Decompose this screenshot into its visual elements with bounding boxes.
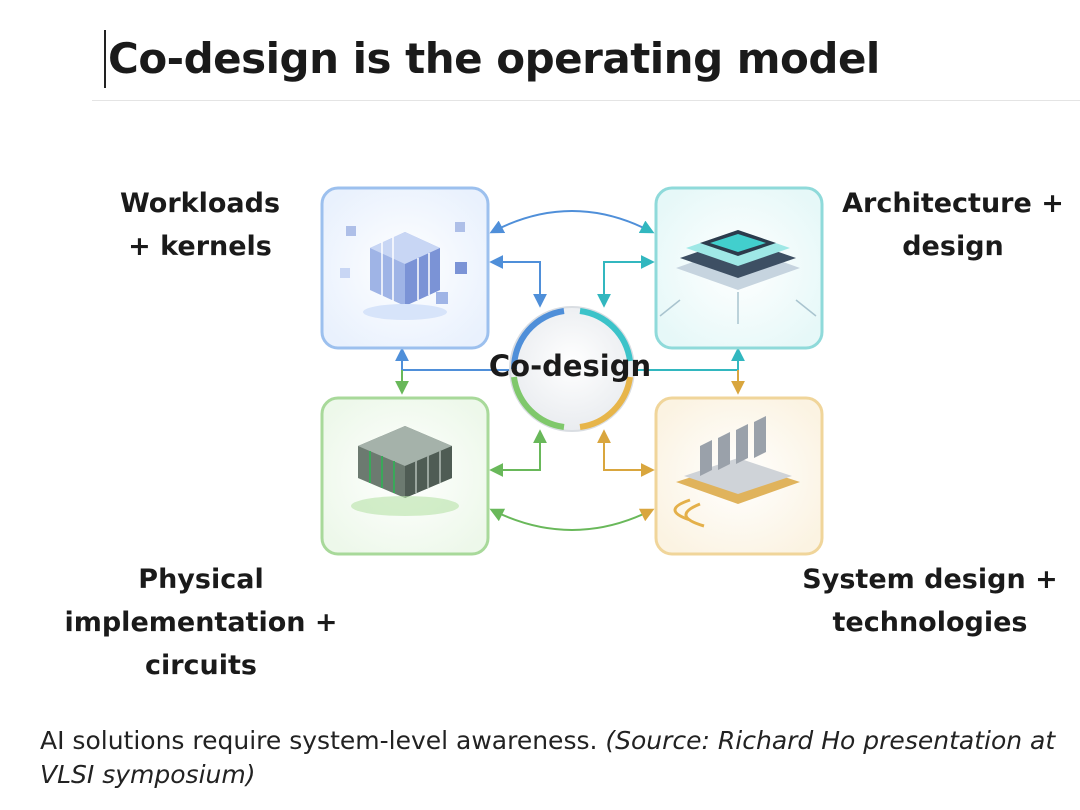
block-array-icon (351, 426, 459, 516)
arrow-workloads-center (489, 255, 547, 308)
architecture-box (654, 186, 824, 350)
label-physical-line2: implementation + (64, 607, 338, 638)
caption-text: AI solutions require system-level awaren… (40, 726, 598, 755)
physical-box (320, 396, 490, 556)
ring-segment-green (511, 376, 565, 430)
arrow-system-center (597, 429, 655, 477)
label-system-line2: technologies (832, 607, 1028, 638)
arrow-architecture-center (597, 255, 655, 308)
heatsink-icon (673, 416, 800, 528)
ring-segment-blue (510, 308, 565, 370)
label-system: System design + technologies (800, 558, 1060, 644)
label-architecture: Architecture + design (835, 182, 1071, 268)
arrow-physical-center (489, 429, 547, 477)
chip-stack-icon (659, 230, 817, 324)
label-workloads: Workloads + kernels (100, 182, 300, 268)
caption: AI solutions require system-level awaren… (40, 724, 1060, 792)
ring-segment-gold (579, 376, 633, 430)
label-workloads-line2: + kernels (128, 231, 272, 262)
page-title: Co-design is the operating model (104, 30, 880, 88)
label-physical-line3: circuits (144, 650, 258, 681)
ring-segment-cyan (579, 308, 633, 362)
system-box (654, 396, 824, 556)
label-physical-line1: Physical (138, 564, 264, 595)
label-architecture-line1: Architecture + (842, 188, 1064, 219)
arrow-workloads-architecture (489, 210, 655, 234)
label-system-line1: System design + (802, 564, 1058, 595)
label-architecture-line2: design (902, 231, 1004, 262)
arrow-physical-system (489, 508, 655, 531)
label-workloads-line1: Workloads (119, 188, 281, 219)
title-divider (92, 100, 1080, 101)
center-label: Co-design (488, 349, 652, 383)
cube-cluster-icon (340, 222, 467, 320)
caption-source: (Source: Richard Ho presentation at VLSI… (40, 726, 1056, 789)
workloads-box (320, 186, 490, 350)
label-physical: Physical implementation + circuits (50, 558, 352, 687)
co-design-hub (509, 306, 635, 432)
